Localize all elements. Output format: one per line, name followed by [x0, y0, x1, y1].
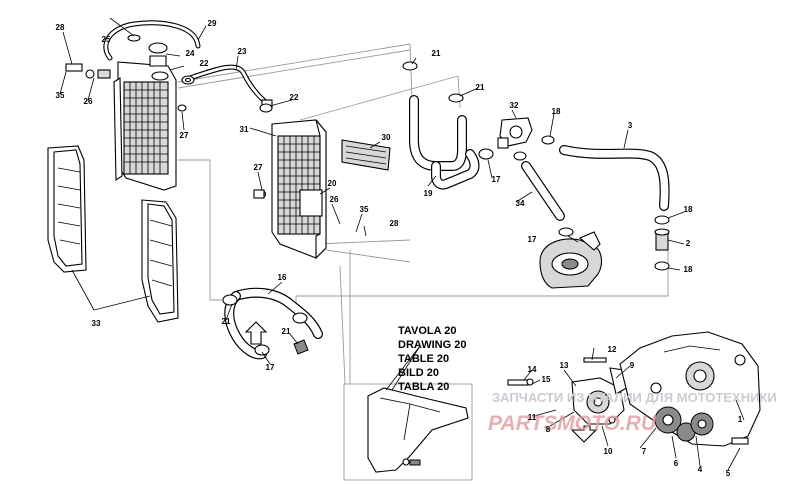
callout: 26 [330, 195, 339, 204]
callout: 1 [738, 415, 743, 424]
hose-29 [103, 20, 201, 61]
hose-34 [521, 161, 565, 221]
callouts: 28 29 25 24 22 35 26 27 23 22 31 21 21 3… [56, 19, 743, 478]
callout: 4 [698, 465, 703, 474]
radiator-grille-center [141, 199, 179, 323]
callout: 21 [432, 49, 441, 58]
callout: 8 [546, 425, 551, 434]
callout: 6 [674, 459, 679, 468]
callout: 26 [84, 97, 93, 106]
callout: 22 [200, 59, 209, 68]
pipe-19 [402, 61, 494, 190]
hose-16 [222, 287, 323, 360]
callout: 16 [278, 273, 287, 282]
callout: 29 [208, 19, 217, 28]
connector-2 [558, 215, 670, 271]
callout: 5 [726, 469, 731, 478]
callout: 10 [604, 447, 613, 456]
pump-gears [654, 406, 749, 445]
callout: 21 [282, 327, 291, 336]
title-line: BILD 20 [398, 367, 439, 379]
callout: 7 [642, 447, 647, 456]
water-pump-assembly [507, 357, 631, 425]
callout: 22 [290, 93, 299, 102]
callout: 34 [516, 199, 525, 208]
callout: 9 [630, 361, 635, 370]
callout: 25 [102, 35, 111, 44]
up-arrow-icon [244, 321, 268, 345]
title-line: TABLA 20 [398, 381, 449, 393]
callout: 3 [628, 121, 633, 130]
callout: 32 [510, 101, 519, 110]
thermostat-32 [497, 117, 555, 161]
hose-23 [181, 64, 273, 109]
callout: 17 [492, 175, 501, 184]
title-line: TABLE 20 [398, 353, 449, 365]
callout: 21 [222, 317, 231, 326]
callout: 11 [528, 413, 537, 422]
callout: 31 [240, 125, 249, 134]
callout: 19 [424, 189, 433, 198]
title-line: TAVOLA 20 [398, 325, 457, 337]
title-line: DRAWING 20 [398, 339, 466, 351]
callout: 35 [56, 91, 65, 100]
watermark-line: ЗАПЧАСТИ ИЗ ИТАЛИИ ДЛЯ МОТОТЕХНИКИ [492, 390, 777, 405]
hose-3 [559, 145, 670, 211]
callout: 17 [528, 235, 537, 244]
callout: 23 [238, 47, 247, 56]
callout: 18 [684, 205, 693, 214]
callout: 18 [684, 265, 693, 274]
heat-shield-30 [341, 139, 391, 171]
callout: 14 [528, 365, 537, 374]
radiator-right [257, 119, 327, 260]
callout: 27 [180, 131, 189, 140]
callout: 20 [328, 179, 337, 188]
down-arrow-icon [570, 425, 598, 443]
radiator-left [113, 42, 187, 191]
callout: 18 [552, 107, 561, 116]
title-block: TAVOLA 20 DRAWING 20 TABLE 20 BILD 20 TA… [385, 325, 466, 393]
callout: 33 [92, 319, 101, 328]
callout: 12 [608, 345, 617, 354]
callout: 24 [186, 49, 195, 58]
watermark-site: PARTSMOTO.RU [488, 412, 657, 435]
radiator-cover [367, 387, 469, 473]
callout: 27 [254, 163, 263, 172]
callout: 28 [390, 219, 399, 228]
radiator-grille-left [47, 145, 87, 273]
callout: 30 [382, 133, 391, 142]
callout: 21 [476, 83, 485, 92]
leader-lines [59, 17, 741, 471]
callout: 2 [686, 239, 691, 248]
callout: 13 [560, 361, 569, 370]
callout: 17 [266, 363, 275, 372]
cylinder-head [539, 231, 603, 289]
callout: 35 [360, 205, 369, 214]
callout: 15 [542, 375, 551, 384]
callout: 28 [56, 23, 65, 32]
fittings-left [65, 63, 273, 199]
